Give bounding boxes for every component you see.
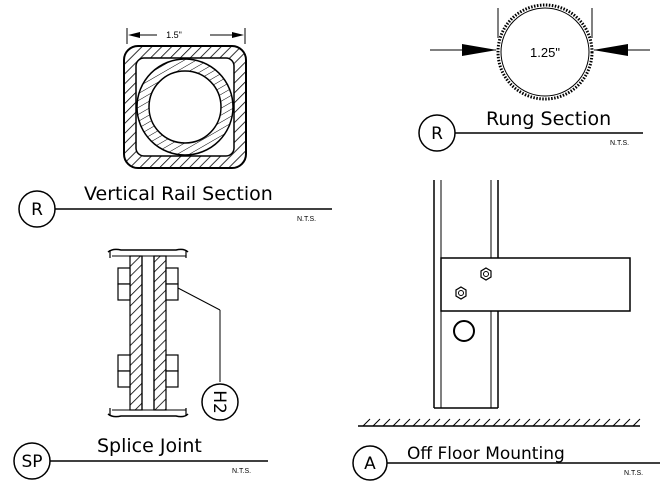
section-title: Rung Section [486, 108, 611, 130]
section-tag: R [18, 190, 332, 228]
knurled-rung: 1.25" [496, 3, 594, 101]
scale-note: N.T.S. [297, 216, 316, 223]
splice-flanges [107, 248, 189, 418]
section-title: Off Floor Mounting [407, 444, 565, 464]
svg-text:R: R [431, 124, 443, 144]
scale-note: N.T.S. [624, 470, 643, 477]
hex-bolts [455, 267, 492, 300]
scale-note: N.T.S. [232, 468, 251, 475]
callout-tag: H2 [209, 390, 229, 414]
dimension-line [430, 8, 650, 56]
callout-leader: H2 [177, 287, 239, 421]
section-tag: A [352, 445, 660, 481]
rung-section: 1.25" R Rung Section N.T.S. [418, 3, 650, 152]
dimension-label: 1.5" [166, 30, 182, 40]
floor-line [358, 418, 641, 427]
svg-text:A: A [364, 454, 376, 474]
anchor-hole [453, 320, 475, 342]
splice-joint: H2 SP Splice Joint N.T.S. [13, 248, 268, 480]
splice-bars [129, 255, 167, 411]
svg-text:R: R [31, 200, 43, 220]
vertical-rail-section: 1.5" R Vertical Rail Section N.T.S. [18, 28, 332, 228]
scale-note: N.T.S. [610, 140, 629, 147]
section-title: Splice Joint [97, 435, 202, 457]
off-floor-mounting: A Off Floor Mounting N.T.S. [352, 180, 660, 481]
mounting-bracket [440, 257, 631, 312]
section-tag: R [418, 114, 643, 152]
section-tag: SP [13, 442, 268, 480]
dimension-line: 1.5" [126, 28, 246, 44]
section-title: Vertical Rail Section [84, 183, 273, 205]
bolt-heads [117, 267, 179, 388]
square-tube-section [123, 45, 247, 169]
dimension-label: 1.25" [530, 45, 560, 60]
svg-text:SP: SP [21, 452, 42, 472]
